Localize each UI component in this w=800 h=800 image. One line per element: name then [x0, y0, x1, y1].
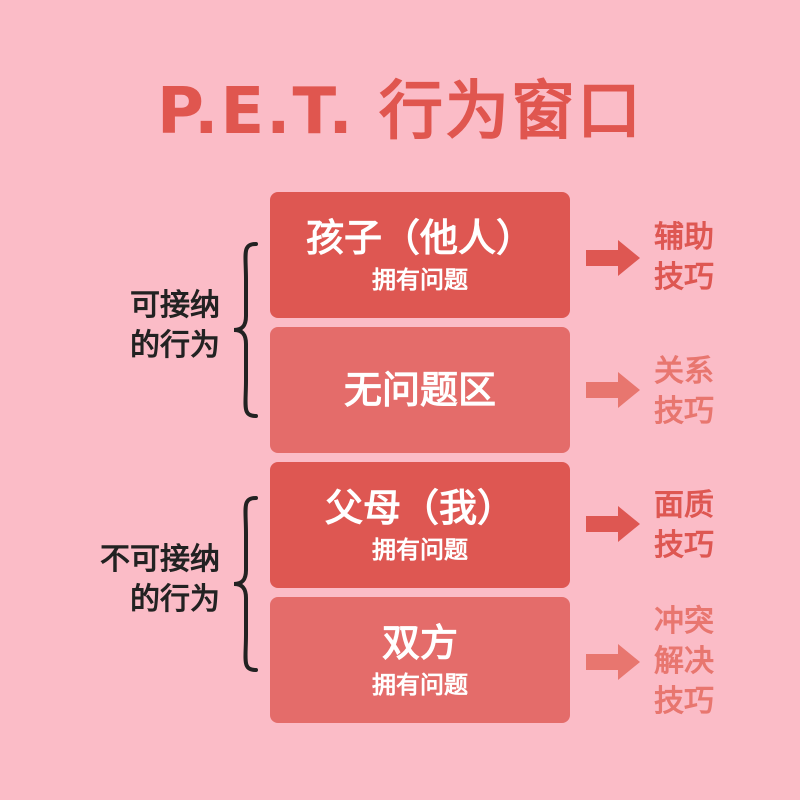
no-problem-zone-title: 无问题区: [343, 368, 496, 412]
child-owns-problem-subtitle: 拥有问题: [372, 266, 468, 294]
parent-owns-problem-title: 父母（我）: [324, 486, 515, 530]
helping-skills-label: 辅助 技巧: [654, 218, 744, 298]
relationship-skills-line-2: 技巧: [654, 394, 714, 429]
helping-skills-line-2: 技巧: [654, 260, 714, 295]
page-title: P.E.T. 行为窗口: [156, 75, 644, 149]
child-owns-problem-box: 孩子（他人） 拥有问题: [270, 192, 570, 318]
parent-owns-problem-subtitle: 拥有问题: [372, 536, 468, 564]
acceptable-behavior-label: 可接纳 的行为: [90, 286, 220, 366]
confrontation-skills-label: 面质 技巧: [654, 486, 744, 566]
helping-skills-line-1: 辅助: [654, 220, 714, 255]
acceptable-brace-icon: [233, 242, 258, 418]
conflict-resolution-line-1: 冲突: [654, 604, 714, 639]
unacceptable-line-1: 不可接纳: [100, 542, 220, 577]
arrow-right-icon: [586, 644, 640, 680]
confrontation-skills-line-2: 技巧: [654, 528, 714, 563]
arrow-right-icon: [586, 372, 640, 408]
unacceptable-brace-icon: [233, 496, 258, 672]
parent-owns-problem-box: 父母（我） 拥有问题: [270, 462, 570, 588]
arrow-right-icon: [586, 240, 640, 276]
conflict-resolution-line-2: 解决: [654, 644, 714, 679]
both-own-problem-subtitle: 拥有问题: [372, 671, 468, 699]
relationship-skills-label: 关系 技巧: [654, 352, 744, 432]
both-own-problem-box: 双方 拥有问题: [270, 597, 570, 723]
relationship-skills-line-1: 关系: [654, 354, 714, 389]
child-owns-problem-title: 孩子（他人）: [305, 216, 534, 260]
acceptable-line-1: 可接纳: [130, 288, 220, 323]
no-problem-zone-box: 无问题区: [270, 327, 570, 453]
arrow-right-icon: [586, 506, 640, 542]
confrontation-skills-line-1: 面质: [654, 488, 714, 523]
acceptable-line-2: 的行为: [130, 328, 220, 363]
both-own-problem-title: 双方: [381, 621, 458, 665]
unacceptable-line-2: 的行为: [130, 582, 220, 617]
unacceptable-behavior-label: 不可接纳 的行为: [60, 540, 220, 620]
conflict-resolution-line-3: 技巧: [654, 684, 714, 719]
conflict-resolution-skills-label: 冲突 解决 技巧: [654, 602, 744, 722]
